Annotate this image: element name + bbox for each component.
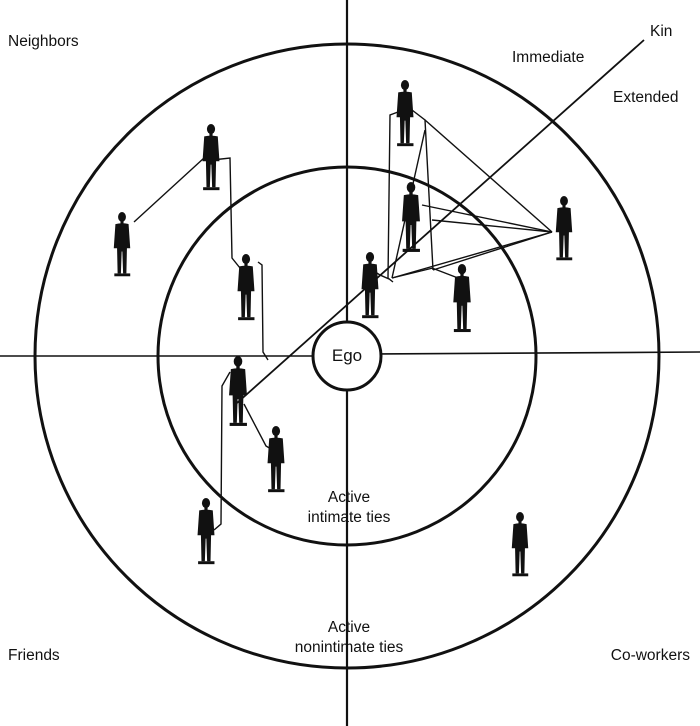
ego-label: Ego: [331, 346, 363, 365]
quadrant-label-friends: Friends: [8, 647, 60, 664]
active-intimate-ties-label-line1: Active: [327, 489, 371, 506]
extended-kin-label: Extended: [613, 89, 679, 106]
outer-ring-nonintimate: [33, 42, 661, 670]
active-intimate-ties-label-line2: intimate ties: [307, 509, 391, 526]
person-silhouette-icon: [453, 264, 471, 333]
person-silhouette-icon: [511, 512, 529, 577]
quadrant-label-neighbors: Neighbors: [8, 33, 79, 50]
person-silhouette-icon: [361, 252, 379, 319]
active-nonintimate-ties-label-line2: nonintimate ties: [294, 639, 404, 656]
kin-label: Kin: [650, 23, 673, 40]
quadrant-label-coworkers: Co-workers: [610, 647, 690, 664]
ego-circle: [311, 320, 383, 392]
inner-ring-intimate: [156, 165, 538, 547]
person-silhouette-icon: [202, 124, 220, 191]
tie-lines: [133, 109, 553, 531]
person-silhouette-icon: [237, 254, 255, 321]
person-silhouette-icon: [197, 498, 215, 565]
person-silhouette-icon: [267, 426, 285, 493]
person-silhouette-icon: [113, 212, 131, 277]
active-nonintimate-ties-label-line1: Active: [327, 619, 371, 636]
immediate-kin-label: Immediate: [512, 49, 585, 66]
person-silhouette-icon: [396, 80, 414, 147]
person-silhouette-icon: [555, 196, 573, 261]
person-silhouette-icon: [229, 356, 247, 426]
